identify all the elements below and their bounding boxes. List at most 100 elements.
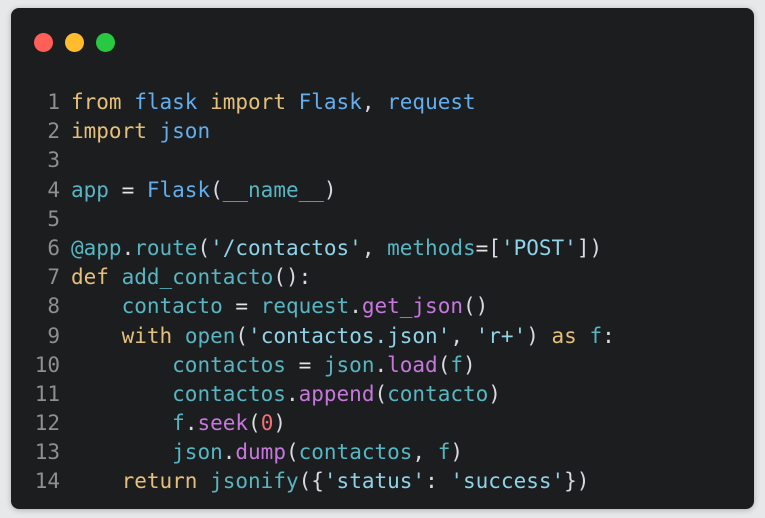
code-text: import json [71,117,210,146]
code-token: ) [450,440,464,465]
code-token: open [184,323,236,348]
close-window-button[interactable] [34,33,53,52]
code-token: 'success' [450,469,565,494]
code-token: ( [210,177,223,202]
line-number: 8 [47,294,60,319]
code-token: ({ [298,469,324,494]
code-token: contacto [121,294,223,319]
line-number: 2 [47,119,60,144]
code-token: 'POST' [500,235,577,260]
code-token: f [589,323,603,348]
code-text: json.dump(contactos, f) [71,438,463,467]
line-number: 9 [47,323,60,348]
code-token: (): [273,265,312,290]
code-token: as [551,323,577,348]
code-token: , [450,323,476,348]
code-token: request [260,294,350,319]
code-token: () [463,294,489,319]
code-token [71,382,172,406]
code-token: def [71,265,109,290]
code-token: f [437,440,451,465]
code-token [71,440,172,464]
code-token [71,411,172,435]
code-token: . [285,381,299,406]
code-token: }) [564,469,590,494]
code-token: route [134,235,198,260]
code-token: contactos [172,381,286,406]
code-text: app = Flask(__name__) [71,176,337,205]
code-token: import [71,119,147,144]
line-number: 3 [47,148,60,173]
line-number: 10 [34,352,60,377]
code-token: , [361,90,388,114]
code-token: load [387,352,438,377]
code-token: get_json [361,294,463,319]
code-token: [ [488,235,501,260]
code-token: seek [197,411,249,436]
line-number: 6 [47,235,60,260]
code-text: return jsonify({'status': 'success'}) [71,467,590,496]
code-token: . [222,440,236,465]
code-token [577,324,590,348]
minimize-window-button[interactable] [65,33,84,52]
code-token [71,353,172,377]
code-line: 6 @app.route('/contactos', methods=['POST… [11,234,754,263]
code-line: 8 contacto = request.get_json() [11,292,754,321]
code-token: . [184,411,198,436]
code-line: 13 json.dump(contactos, f) [11,438,754,467]
code-token: 'contactos.json' [248,323,451,348]
code-token: json [172,440,223,465]
code-token: app [71,177,109,202]
code-token: add_contacto [121,265,274,290]
code-token [71,294,122,318]
code-line: 3 [11,146,754,175]
code-token: contacto [387,381,489,406]
code-text: from flask import Flask, request [71,88,476,117]
code-token: methods [387,235,476,260]
code-token: @app [71,235,122,260]
code-text: def add_contacto(): [71,263,311,292]
code-text: with open('contactos.json', 'r+') as f: [71,322,615,351]
code-token: , [361,235,388,260]
code-token: ) [488,381,501,406]
code-token: json [323,352,375,377]
code-token: with [121,323,173,348]
code-text: @app.route('/contactos', methods=['POST'… [71,234,602,263]
code-token: contactos [298,440,413,465]
code-text: contacto = request.get_json() [71,292,489,321]
code-token: ( [248,411,261,436]
code-token: : [425,469,451,494]
code-token: 'r+' [475,323,527,348]
code-token [147,119,160,143]
code-token: : [602,323,615,348]
code-line: 12 f.seek(0) [11,409,754,438]
line-number: 14 [34,469,60,494]
code-token: . [349,294,362,319]
code-token: = [285,352,324,377]
code-token: ( [437,352,451,377]
code-text: contactos.append(contacto) [71,380,501,409]
code-token [172,324,185,348]
line-number: 12 [34,411,60,436]
code-token: import [210,90,286,114]
code-token: Flask [298,90,362,114]
line-number: 4 [47,177,60,202]
code-line: 10 contactos = json.load(f) [11,351,754,380]
code-token: '/contactos' [210,235,362,260]
code-token: = [222,294,261,319]
code-line: 9 with open('contactos.json', 'r+') as f… [11,322,754,351]
code-token: jsonify [210,469,299,494]
code-token [122,90,135,114]
code-token: ) [273,411,287,436]
code-token: . [121,235,135,260]
code-token [197,469,210,493]
code-token: contactos [172,352,286,377]
code-token: ) [463,352,476,377]
code-token: ) [323,177,337,202]
code-token: = [108,177,147,202]
zoom-window-button[interactable] [96,33,115,52]
